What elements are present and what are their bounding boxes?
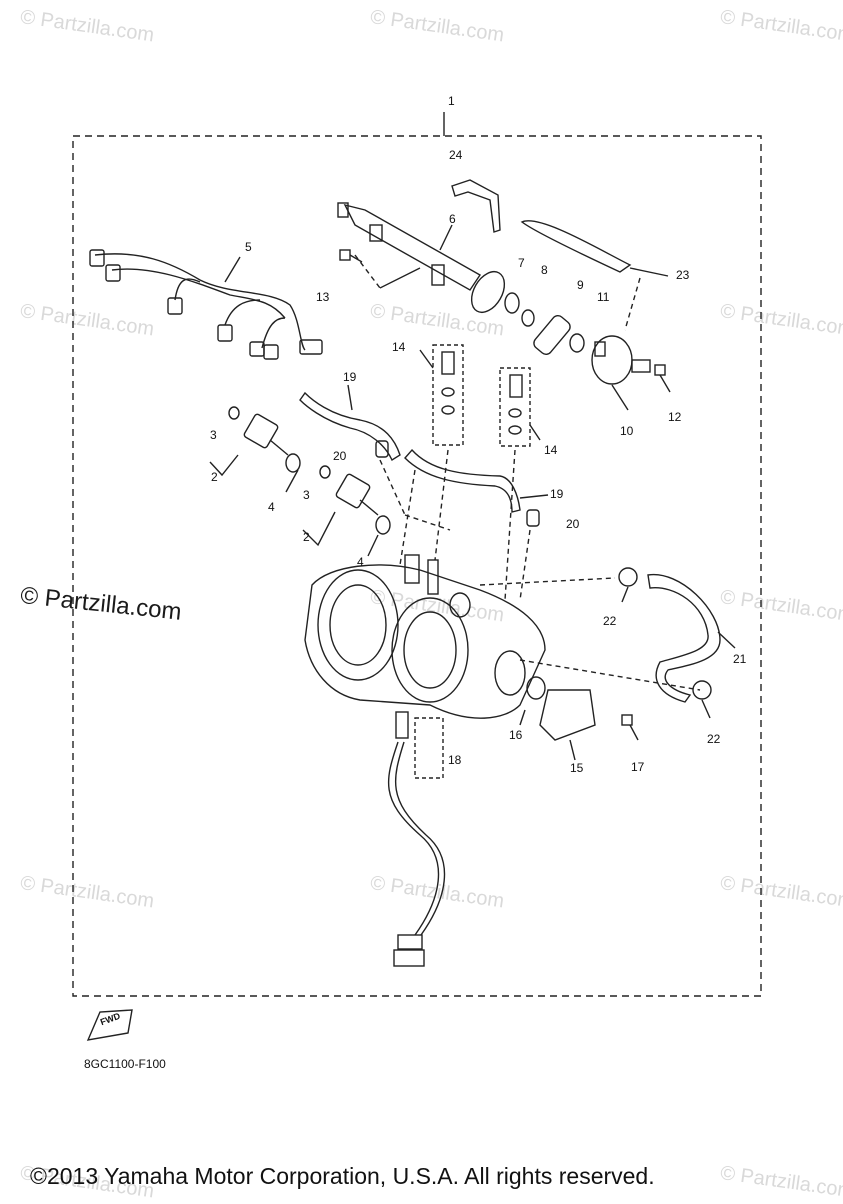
callout-3: 3 [303, 488, 310, 502]
vacuum-hose [299, 391, 401, 462]
hose-clamp [692, 680, 712, 700]
drawing-code: 8GC1100-F100 [84, 1057, 166, 1071]
callout-22: 22 [707, 732, 721, 746]
callout-16: 16 [509, 728, 523, 742]
callout-14: 14 [544, 443, 558, 457]
callout-6: 6 [449, 212, 456, 226]
callout-23: 23 [676, 268, 690, 282]
fuel-hose [520, 220, 632, 273]
callout-22: 22 [603, 614, 617, 628]
callout-3: 3 [210, 428, 217, 442]
pressure-regulator [591, 335, 651, 385]
callout-24: 24 [449, 148, 463, 162]
callout-20: 20 [333, 449, 347, 463]
screw-kit [432, 344, 464, 446]
holder [285, 453, 301, 473]
bolt [339, 249, 351, 261]
screw [621, 714, 633, 726]
callout-13: 13 [316, 290, 330, 304]
callout-4: 4 [357, 555, 364, 569]
callout-4: 4 [268, 500, 275, 514]
cap [375, 440, 389, 458]
holder [375, 515, 391, 535]
o-ring [569, 333, 585, 353]
fuel-injector [319, 465, 379, 516]
callout-10: 10 [620, 424, 634, 438]
assembly-frame [72, 135, 762, 997]
fwd-arrow-icon [86, 1009, 133, 1041]
collar [504, 292, 520, 314]
vacuum-hose [404, 448, 521, 513]
callout-11: 11 [597, 290, 610, 304]
plate [533, 315, 571, 355]
coolant-hose [647, 574, 721, 703]
callout-17: 17 [631, 760, 645, 774]
callout-18: 18 [448, 753, 462, 767]
copyright-text: ©2013 Yamaha Motor Corporation, U.S.A. A… [30, 1163, 655, 1189]
callout-21: 21 [733, 652, 747, 666]
callout-19: 19 [550, 487, 564, 501]
callout-19: 19 [343, 370, 357, 384]
sensor [539, 689, 596, 741]
callout-7: 7 [518, 256, 525, 270]
screw [654, 364, 666, 376]
callout-12: 12 [668, 410, 682, 424]
bracket [451, 179, 501, 233]
wire-harness [89, 249, 323, 360]
callout-1: 1 [448, 94, 455, 108]
throttle-body [304, 554, 546, 719]
callout-9: 9 [577, 278, 584, 292]
callout-15: 15 [570, 761, 584, 775]
callout-2: 2 [211, 470, 218, 484]
hose-clamp [618, 567, 638, 587]
callout-20: 20 [566, 517, 580, 531]
callout-5: 5 [245, 240, 252, 254]
o-ring [521, 309, 535, 327]
sensor-cable [388, 711, 446, 967]
cap [526, 509, 540, 527]
fuel-injector [228, 406, 289, 456]
fuel-rail [337, 202, 506, 313]
callout-8: 8 [541, 263, 548, 277]
o-ring [526, 676, 546, 700]
callout-2: 2 [303, 530, 310, 544]
screw-kit [499, 367, 531, 447]
callout-14: 14 [392, 340, 406, 354]
